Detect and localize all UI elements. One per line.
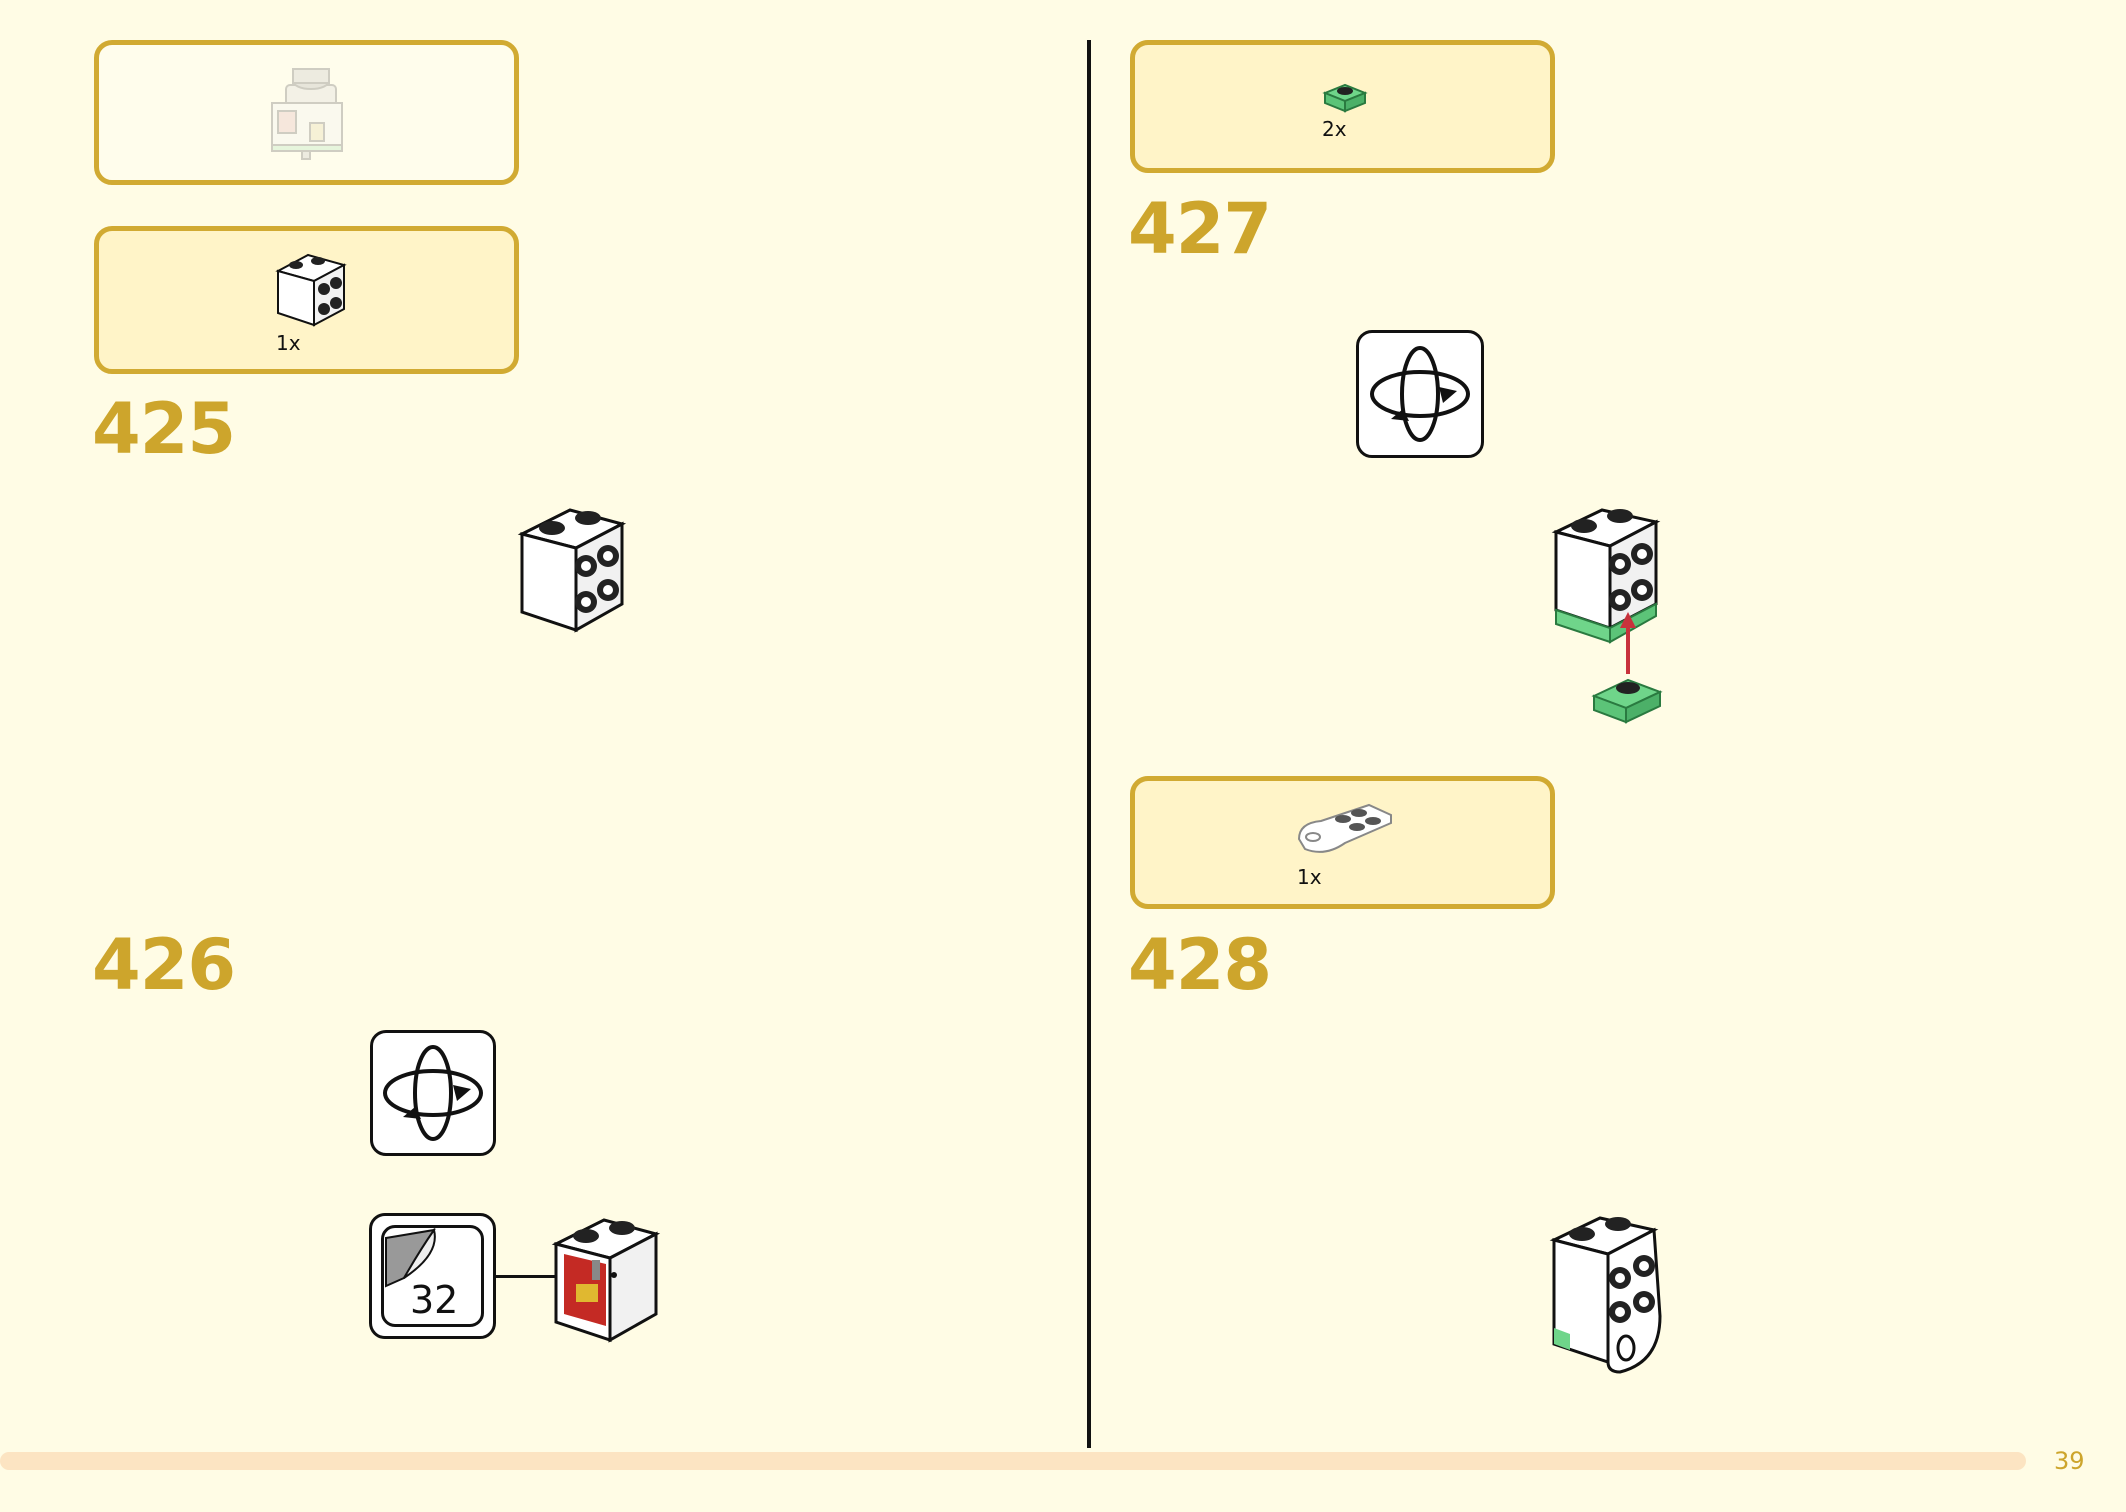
rotate-model-icon — [370, 1030, 496, 1156]
step-number-425: 425 — [92, 388, 236, 470]
submodel-preview-callout — [94, 40, 519, 185]
page-progress-bar — [0, 1452, 2026, 1470]
parts-callout-427: 2x — [1130, 40, 1555, 173]
part-quantity: 1x — [276, 331, 301, 355]
step-number-426: 426 — [92, 924, 236, 1006]
parts-callout-425: 1x — [94, 226, 519, 374]
step-426-model-icon — [551, 1218, 661, 1343]
part-quantity: 2x — [1322, 117, 1347, 141]
step-427-model-icon — [1551, 508, 1663, 724]
white-plate-round-end-icon — [1297, 803, 1392, 853]
step-number-428: 428 — [1128, 924, 1272, 1006]
sticker-icon: 32 — [369, 1213, 496, 1339]
column-divider — [1087, 40, 1091, 1448]
step-425-model-icon — [517, 508, 627, 633]
step-number-427: 427 — [1128, 188, 1272, 270]
sticker-connector-line — [496, 1275, 560, 1278]
rotate-model-icon — [1356, 330, 1484, 458]
part-quantity: 1x — [1297, 865, 1322, 889]
submodel-preview-icon — [271, 68, 343, 160]
sticker-number: 32 — [410, 1278, 459, 1322]
trans-green-plate-1x1-icon — [1322, 83, 1368, 113]
white-brick-1x2-studs-side-icon — [275, 253, 347, 327]
parts-callout-428: 1x — [1130, 776, 1555, 909]
page-number: 39 — [2054, 1447, 2085, 1475]
step-428-model-icon — [1549, 1216, 1662, 1374]
